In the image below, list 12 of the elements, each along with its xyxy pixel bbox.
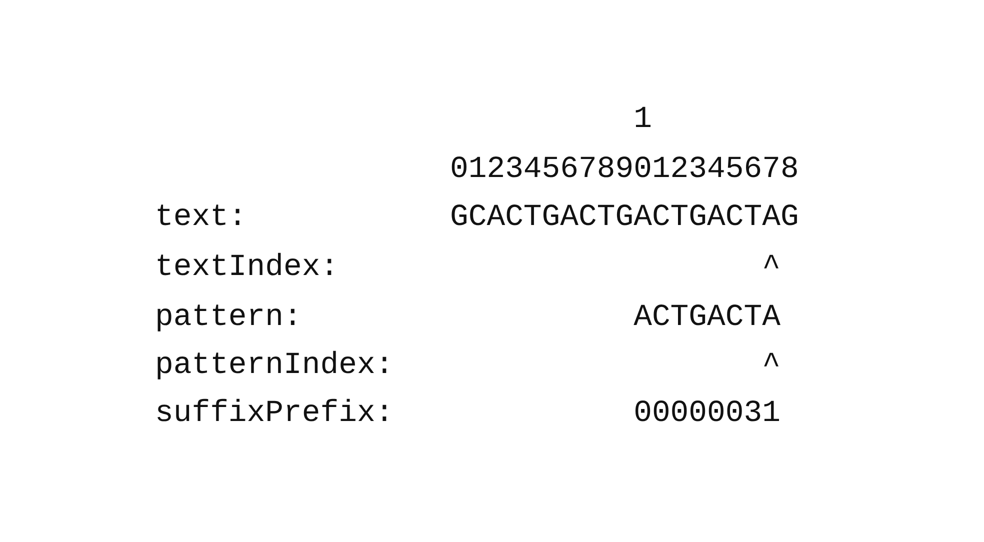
row-label: text: <box>155 202 247 234</box>
index-ruler: 0123456789012345678 <box>450 154 799 186</box>
prefix-table-values: 00000031 <box>634 398 780 430</box>
pattern-sequence: ACTGACTA <box>634 302 780 334</box>
pointer-caret: ^ <box>762 350 780 382</box>
row-label: patternIndex: <box>155 350 394 382</box>
index-tens-digit: 1 <box>634 104 652 136</box>
text-sequence: GCACTGACTGACTGACTAG <box>450 202 799 234</box>
row-label: textIndex: <box>155 252 339 284</box>
row-label: suffixPrefix: <box>155 398 394 430</box>
row-label: pattern: <box>155 302 302 334</box>
pointer-caret: ^ <box>762 252 780 284</box>
